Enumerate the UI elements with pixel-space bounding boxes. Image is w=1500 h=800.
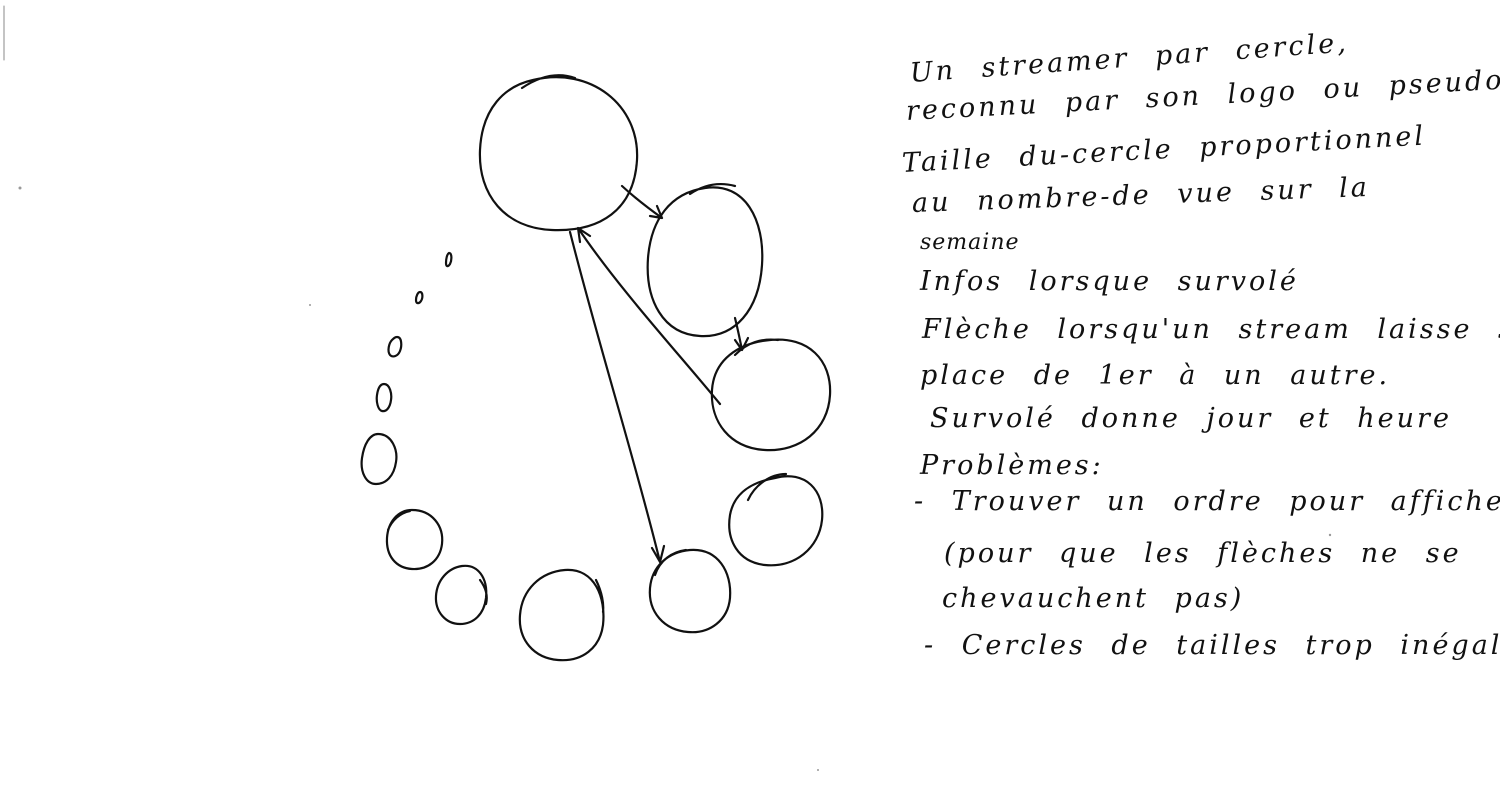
streamer-circle-8: [385, 508, 444, 571]
streamer-circle-4: [728, 472, 824, 567]
streamer-circle-13: [444, 251, 453, 268]
streamer-circle-6: [518, 568, 605, 662]
streamer-circle-9: [360, 432, 398, 486]
streamer-circle-12: [414, 290, 424, 305]
scan-speck: [309, 304, 311, 306]
streamer-circle-11: [387, 335, 403, 358]
note-line-14: - Cercles de tailles trop inégales: [924, 630, 1500, 661]
scan-speck: [817, 769, 819, 771]
arrow-top-to-bottom: [568, 230, 666, 564]
scan-speck: [18, 186, 22, 190]
note-line-7: Flèche lorsqu'un stream laisse sa: [922, 314, 1500, 345]
streamer-circle-2: [646, 183, 764, 338]
streamer-circle-5: [648, 548, 732, 634]
note-line-10: Problèmes:: [920, 450, 1104, 481]
note-line-5: semaine: [920, 230, 1020, 255]
scan-speck: [1328, 533, 1332, 537]
note-line-4: au nombre-de vue sur la: [911, 172, 1371, 219]
arrow-second-to-third: [733, 316, 750, 352]
note-line-13: chevauchent pas): [942, 583, 1245, 614]
streamer-circle-10: [375, 382, 393, 413]
note-line-11: - Trouver un ordre pour afficher: [914, 486, 1500, 517]
note-line-6: Infos lorsque survolé: [920, 266, 1299, 297]
note-line-3: Taille du-cercle proportionnel: [901, 120, 1427, 179]
arrow-top-to-second: [620, 184, 664, 220]
note-line-8: place de 1er à un autre.: [920, 360, 1391, 391]
streamer-circle-3: [710, 338, 832, 452]
streamer-circle-7: [434, 564, 488, 626]
streamer-circle-1: [478, 74, 639, 232]
arrow-third-to-top: [576, 226, 722, 406]
note-line-9: Survolé donne jour et heure: [930, 403, 1452, 434]
note-line-12: (pour que les flèches ne se: [944, 538, 1462, 569]
